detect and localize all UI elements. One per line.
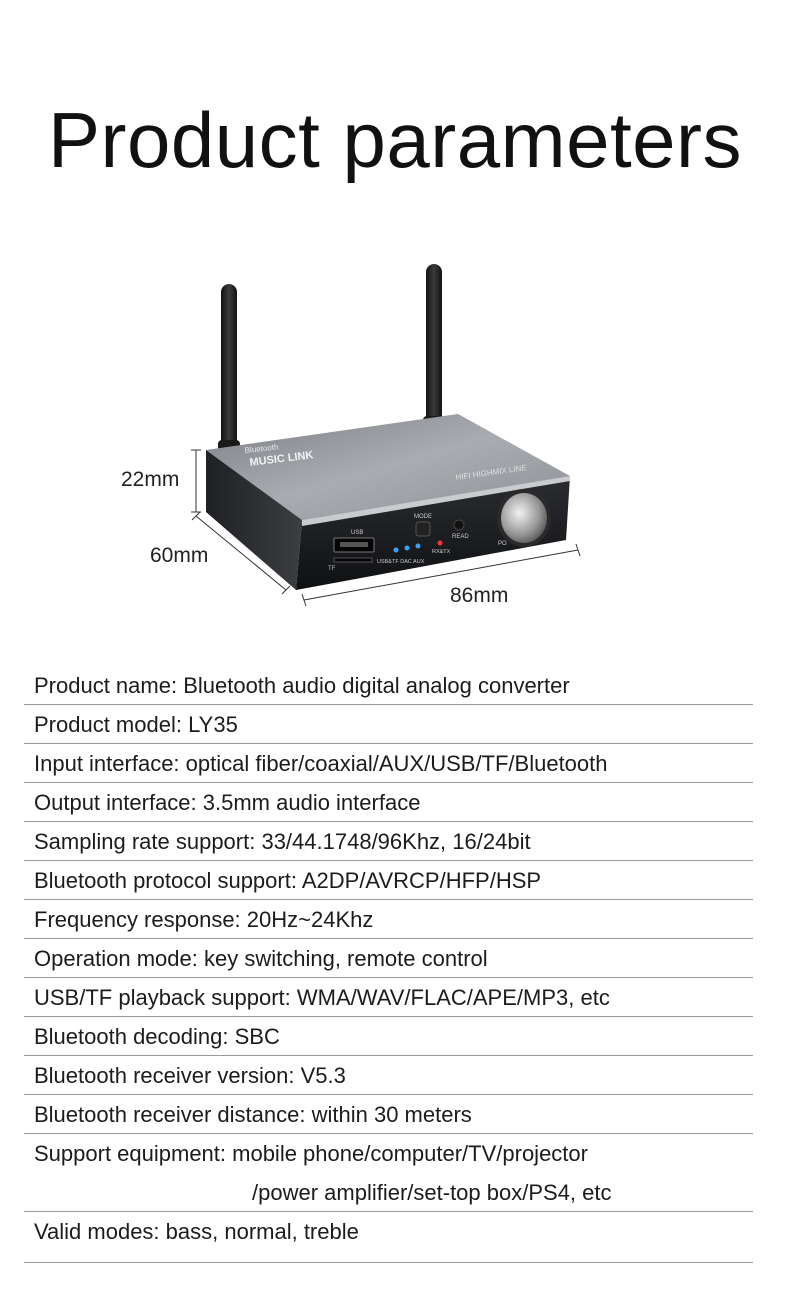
param-row-valid-modes: Valid modes: bass, normal, treble (34, 1219, 359, 1244)
page-title: Product parameters (48, 96, 742, 184)
antenna-left (218, 284, 240, 460)
tf-label: TF (328, 566, 336, 572)
param-row-bluetooth-decoding: Bluetooth decoding: SBC (24, 1017, 753, 1056)
led-aux (415, 543, 421, 549)
brand-small-text: Bluetooth (244, 443, 279, 455)
param-row-frequency-response: Frequency response: 20Hz~24Khz (24, 900, 753, 939)
param-row-sampling-rate: Sampling rate support: 33/44.1748/96Khz,… (24, 822, 753, 861)
param-row-input-interface: Input interface: optical fiber/coaxial/A… (24, 744, 753, 783)
volume-knob (497, 489, 551, 547)
product-image: Bluetooth MUSIC LINK HIFI HIGHMIX LINE U… (191, 264, 581, 607)
param-row-receiver-distance: Bluetooth receiver distance: within 30 m… (24, 1095, 753, 1134)
led-dac (404, 545, 410, 551)
bottom-divider (24, 1262, 753, 1263)
read-label: READ (452, 534, 469, 540)
param-row-product-model: Product model: LY35 (24, 705, 753, 744)
tf-slot (333, 557, 373, 563)
param-row-product-name: Product name: Bluetooth audio digital an… (24, 666, 753, 705)
height-dimension-label: 22mm (121, 468, 180, 491)
usb-label: USB (351, 530, 363, 536)
width-dimension-label: 86mm (450, 584, 509, 607)
indicator-labels: USB&TF DAC AUX (377, 559, 425, 565)
support-equipment-line1: Support equipment: mobile phone/computer… (34, 1141, 588, 1166)
antenna-right (423, 264, 445, 440)
read-sensor (453, 519, 465, 531)
parameter-list: Product name: Bluetooth audio digital an… (24, 666, 753, 1270)
param-row-playback-support: USB/TF playback support: WMA/WAV/FLAC/AP… (24, 978, 753, 1017)
support-equipment-line2: /power amplifier/set-top box/PS4, etc (252, 1180, 612, 1205)
mode-label: MODE (414, 514, 432, 520)
param-row-bluetooth-protocol: Bluetooth protocol support: A2DP/AVRCP/H… (24, 861, 753, 900)
param-row-output-interface: Output interface: 3.5mm audio interface (24, 783, 753, 822)
power-label: PO (498, 541, 507, 547)
led-rx-tx (437, 540, 443, 546)
mode-button (415, 521, 431, 537)
rx-tx-label: RX&TX (432, 549, 451, 555)
led-usb-tf (393, 547, 399, 553)
param-row-receiver-version: Bluetooth receiver version: V5.3 (24, 1056, 753, 1095)
param-row-operation-mode: Operation mode: key switching, remote co… (24, 939, 753, 978)
product-figure: Bluetooth MUSIC LINK HIFI HIGHMIX LINE U… (100, 250, 640, 630)
depth-dimension-label: 60mm (150, 544, 209, 567)
dimension-lines (191, 449, 581, 607)
usb-port (333, 537, 375, 553)
param-row-support-equipment: Support equipment: mobile phone/computer… (24, 1134, 753, 1212)
